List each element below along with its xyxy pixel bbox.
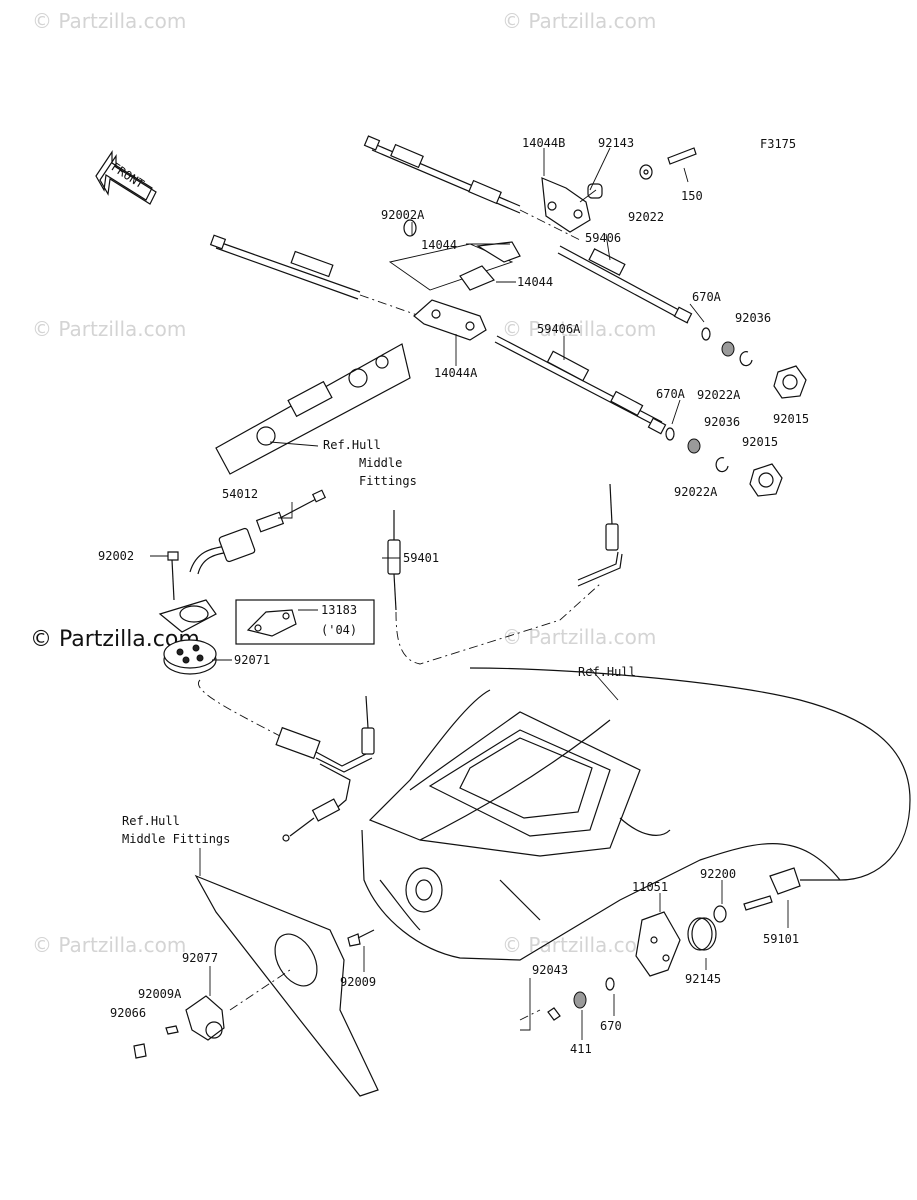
part-label: 92071 — [234, 653, 270, 667]
part-label: 670A — [656, 387, 686, 401]
part-label: 92036 — [735, 311, 771, 325]
cable-59406 — [363, 135, 693, 324]
part-label: 92077 — [182, 951, 218, 965]
cable-59401 — [387, 483, 623, 665]
watermark: © Partzilla.com — [502, 625, 656, 649]
part-label: 54012 — [222, 487, 258, 501]
watermark: © Partzilla.com — [502, 317, 656, 341]
part-labels: 14044B 92143 150 92022 92002A 14044 1404… — [98, 136, 809, 1056]
ref-label: Fittings — [359, 474, 417, 488]
part-label: 92022A — [674, 485, 718, 499]
part-label: 670 — [600, 1019, 622, 1033]
part-label: 92143 — [598, 136, 634, 150]
ref-label: Ref.Hull — [122, 814, 180, 828]
part-label: 14044B — [522, 136, 565, 150]
part-label: 92015 — [773, 412, 809, 426]
part-label: 59401 — [403, 551, 439, 565]
part-label: 92002A — [381, 208, 425, 222]
ref-label: Middle — [359, 456, 402, 470]
hardware-right-lower — [519, 867, 801, 1021]
ref-label: Ref.Hull — [323, 438, 381, 452]
bracket-14044B — [541, 147, 697, 233]
leader-lines — [150, 147, 789, 1040]
part-label: 92036 — [704, 415, 740, 429]
part-label: 92145 — [685, 972, 721, 986]
part-label: 59406A — [537, 322, 581, 336]
ref-label: Ref.Hull — [578, 665, 636, 679]
part-label: 92002 — [98, 549, 134, 563]
part-label: 13183 — [321, 603, 357, 617]
figure-code: F3175 — [760, 137, 796, 151]
part-label: 14044A — [434, 366, 478, 380]
part-label: 14044 — [517, 275, 553, 289]
part-label: 92022 — [628, 210, 664, 224]
watermark: © Partzilla.com — [32, 9, 186, 33]
part-label: 59406 — [585, 231, 621, 245]
cable-54012 — [189, 489, 327, 575]
fuel-parts-left — [158, 551, 217, 675]
part-label: 670A — [692, 290, 722, 304]
part-label: 92009 — [340, 975, 376, 989]
ref-label: Middle Fittings — [122, 832, 230, 846]
cable-lower — [198, 679, 375, 842]
part-label: ('04) — [321, 623, 357, 637]
inset-13183 — [235, 599, 375, 645]
reference-labels: Ref.Hull Middle Fittings Ref.Hull Ref.Hu… — [122, 438, 636, 846]
bracket-14044A — [388, 219, 521, 341]
part-label: 150 — [681, 189, 703, 203]
cable-left-upper — [209, 234, 421, 317]
watermark: © Partzilla.com — [502, 933, 656, 957]
hardware-right — [665, 327, 807, 497]
plug-92077 — [133, 929, 375, 1059]
part-label: 11051 — [632, 880, 668, 894]
watermark: © Partzilla.com — [32, 317, 186, 341]
cable-59406A — [494, 335, 667, 435]
part-label: 92043 — [532, 963, 568, 977]
hull — [361, 667, 911, 961]
part-label: 92200 — [700, 867, 736, 881]
part-label: 92015 — [742, 435, 778, 449]
watermarks: © Partzilla.com © Partzilla.com © Partzi… — [30, 9, 656, 957]
part-label: 92022A — [697, 388, 741, 402]
part-label: 411 — [570, 1042, 592, 1056]
side-panel — [194, 874, 379, 1097]
middle-fitting-plate — [215, 343, 411, 475]
front-arrow-icon: FRONT — [95, 150, 157, 205]
watermark: © Partzilla.com — [32, 933, 186, 957]
watermark: © Partzilla.com — [502, 9, 656, 33]
part-label: 14044 — [421, 238, 457, 252]
part-label: 59101 — [763, 932, 799, 946]
part-label: 92009A — [138, 987, 182, 1001]
part-label: 92066 — [110, 1006, 146, 1020]
